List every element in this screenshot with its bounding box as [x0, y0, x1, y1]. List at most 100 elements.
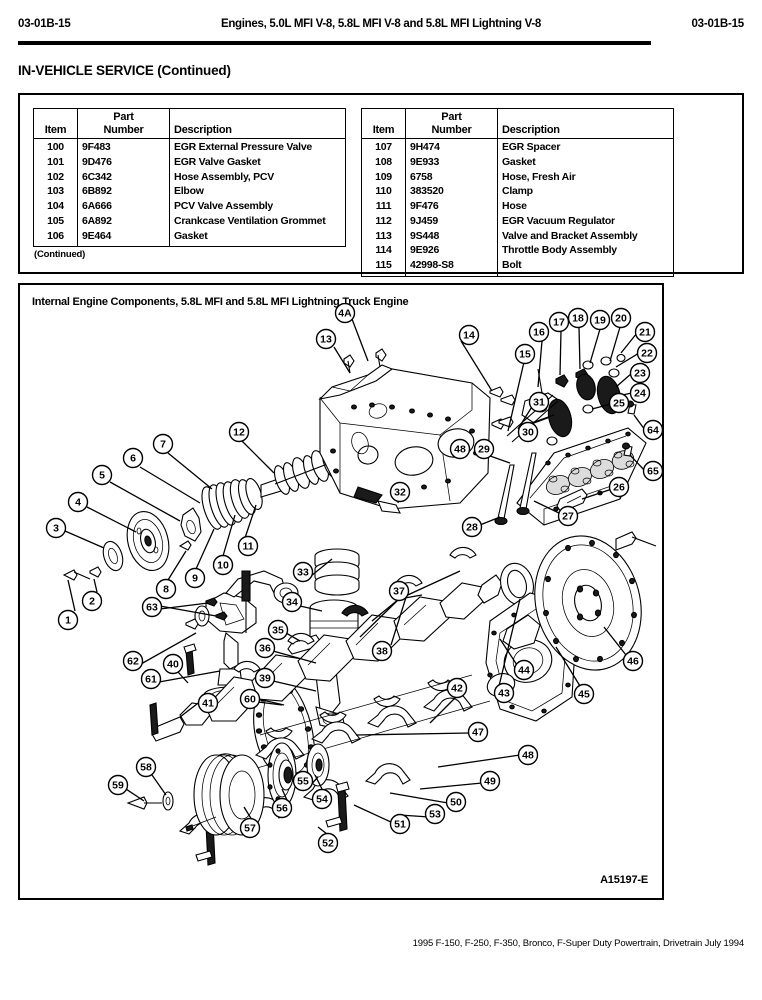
callout-17: 17: [548, 311, 570, 333]
callout-bubble: [528, 321, 550, 343]
callout-30: 30: [517, 421, 539, 443]
callout-32: 32: [389, 481, 411, 503]
callout-number: 31: [533, 397, 545, 409]
callout-bubble: [608, 392, 630, 414]
callout-number: 20: [615, 313, 627, 325]
callout-40: 40: [162, 653, 184, 675]
figure-id-label: A15197-E: [600, 874, 648, 886]
callout-bubble: [162, 653, 184, 675]
cell-item: 102: [33, 170, 78, 186]
cell-description: Clamp: [497, 185, 674, 200]
callout-number: 43: [498, 688, 510, 700]
callout-number: 11: [242, 541, 253, 553]
callout-33: 33: [292, 561, 314, 583]
header-folio-left: 03-01B-15: [18, 18, 71, 30]
callout-bubble: [334, 303, 356, 324]
callout-number: 48: [522, 750, 534, 762]
callout-bubble: [528, 391, 550, 413]
cell-description: Valve and Bracket Assembly: [497, 229, 674, 245]
cell-description: Hose: [497, 200, 674, 215]
callout-4: 4: [67, 491, 89, 513]
column-header-description: Description: [169, 108, 346, 139]
callout-44: 44: [513, 659, 535, 681]
cell-item: 110: [361, 185, 406, 200]
callout-number: 51: [394, 819, 406, 831]
cell-description: Gasket: [169, 229, 346, 247]
callout-number: 53: [429, 809, 441, 821]
callout-bubble: [45, 517, 67, 539]
callout-bubble: [292, 561, 314, 583]
callout-50: 50: [445, 791, 467, 813]
cell-description: Throttle Body Assembly: [497, 244, 674, 259]
callout-number: 4A: [338, 308, 352, 320]
callout-7: 7: [152, 433, 174, 455]
callout-number: 32: [394, 487, 406, 499]
callout-53: 53: [424, 803, 446, 825]
callout-bubble: [91, 464, 113, 486]
callout-51: 51: [389, 813, 411, 835]
callout-52: 52: [317, 832, 339, 854]
callout-1: 1: [57, 609, 79, 631]
callout-number: 65: [647, 466, 659, 478]
callout-bubble: [271, 797, 293, 819]
callout-number: 34: [286, 597, 298, 609]
cell-description: EGR Vacuum Regulator: [497, 214, 674, 230]
callout-4A: 4A: [334, 303, 356, 324]
callout-21: 21: [634, 321, 656, 343]
callout-bubble: [424, 803, 446, 825]
cell-item: 100: [33, 138, 78, 156]
callout-number: 15: [519, 349, 531, 361]
callout-58: 58: [135, 756, 157, 778]
column-header-item: Item: [361, 108, 406, 139]
callout-bubble: [389, 813, 411, 835]
callout-26: 26: [608, 476, 630, 498]
callout-62: 62: [122, 650, 144, 672]
crankshaft-art: [151, 574, 503, 742]
callout-6: 6: [122, 447, 144, 469]
callout-bubble: [228, 421, 250, 443]
callout-bubble: [449, 438, 471, 460]
callout-bubble: [140, 668, 162, 690]
cell-item: 103: [33, 185, 78, 200]
damper-pulley-art: [126, 742, 330, 836]
cell-part-number: 9J459: [405, 214, 498, 230]
cell-item: 115: [361, 259, 406, 277]
callout-48: 48: [517, 744, 539, 766]
callout-38: 38: [371, 640, 393, 662]
callout-35: 35: [267, 619, 289, 641]
callout-bubble: [184, 567, 206, 589]
callout-bubble: [557, 505, 579, 527]
cell-part-number: 9F476: [405, 200, 498, 215]
callout-number: 21: [639, 327, 651, 339]
cell-part-number: 9S448: [405, 229, 498, 245]
callout-39: 39: [254, 667, 276, 689]
callout-bubble: [610, 307, 632, 329]
callout-number: 6: [130, 453, 136, 465]
cell-part-number: 9E933: [405, 155, 498, 171]
callout-number: 29: [478, 444, 490, 456]
callout-34: 34: [281, 591, 303, 613]
callout-bubble: [122, 650, 144, 672]
callout-bubble: [281, 591, 303, 613]
section-title: IN-VEHICLE SERVICE (Continued): [18, 63, 231, 78]
column-header-item: Item: [33, 108, 78, 139]
cell-item: 113: [361, 229, 406, 245]
callout-number: 37: [393, 586, 405, 598]
callout-bubble: [608, 476, 630, 498]
callout-61: 61: [140, 668, 162, 690]
callout-number: 48: [454, 444, 466, 456]
callout-number: 36: [259, 643, 271, 655]
callout-57: 57: [239, 817, 261, 839]
cell-item: 106: [33, 229, 78, 247]
callout-bubble: [389, 481, 411, 503]
callout-25: 25: [608, 392, 630, 414]
callout-number: 33: [297, 567, 309, 579]
cell-item: 111: [361, 200, 406, 215]
column-header-part-number-line2: Number: [431, 123, 472, 136]
